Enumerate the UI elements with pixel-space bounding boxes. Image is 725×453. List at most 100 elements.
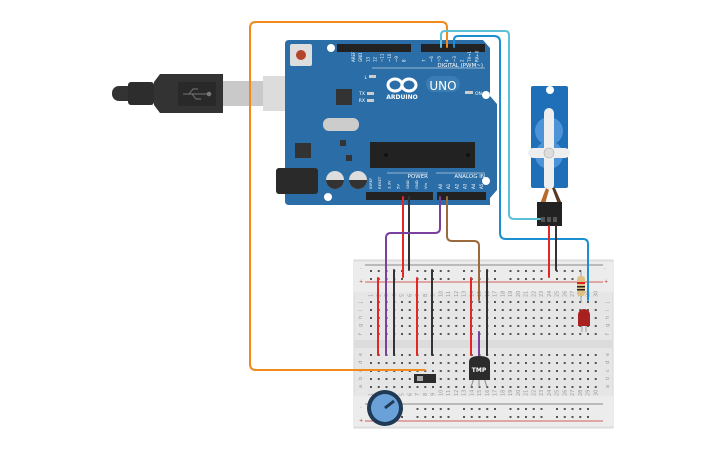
- rail-hole[interactable]: [439, 278, 442, 280]
- breadboard-hole[interactable]: [478, 317, 481, 319]
- breadboard-hole[interactable]: [563, 378, 566, 380]
- breadboard-hole[interactable]: [563, 317, 566, 319]
- breadboard-hole[interactable]: [548, 325, 551, 327]
- breadboard-hole[interactable]: [494, 309, 496, 311]
- rail-hole[interactable]: [494, 270, 496, 272]
- breadboard-hole[interactable]: [408, 301, 411, 303]
- breadboard-hole[interactable]: [532, 370, 535, 372]
- breadboard-hole[interactable]: [385, 386, 388, 388]
- rail-hole[interactable]: [432, 408, 434, 410]
- rail-hole[interactable]: [416, 408, 419, 410]
- breadboard-hole[interactable]: [540, 301, 543, 303]
- rail-hole[interactable]: [416, 416, 419, 418]
- rail-hole[interactable]: [517, 278, 520, 280]
- rail-hole[interactable]: [525, 278, 527, 280]
- breadboard-hole[interactable]: [540, 362, 543, 364]
- breadboard-hole[interactable]: [494, 362, 496, 364]
- breadboard-hole[interactable]: [463, 370, 465, 372]
- breadboard-hole[interactable]: [517, 317, 520, 319]
- breadboard-hole[interactable]: [587, 333, 589, 335]
- breadboard-hole[interactable]: [393, 362, 396, 364]
- breadboard-hole[interactable]: [571, 362, 574, 364]
- breadboard-hole[interactable]: [517, 370, 520, 372]
- rail-hole[interactable]: [447, 408, 450, 410]
- wire-purple-a0[interactable]: [385, 196, 441, 356]
- breadboard-hole[interactable]: [571, 370, 574, 372]
- breadboard-hole[interactable]: [548, 378, 551, 380]
- breadboard-hole[interactable]: [463, 325, 465, 327]
- rail-hole[interactable]: [494, 416, 496, 418]
- breadboard-hole[interactable]: [401, 386, 403, 388]
- breadboard-hole[interactable]: [517, 362, 520, 364]
- breadboard-hole[interactable]: [455, 354, 458, 356]
- rail-hole[interactable]: [486, 416, 489, 418]
- breadboard-hole[interactable]: [455, 301, 458, 303]
- rail-hole[interactable]: [439, 270, 442, 272]
- rail-hole[interactable]: [556, 416, 558, 418]
- breadboard-hole[interactable]: [455, 317, 458, 319]
- breadboard-hole[interactable]: [416, 362, 419, 364]
- power-header[interactable]: [366, 192, 433, 200]
- breadboard-hole[interactable]: [494, 325, 496, 327]
- breadboard-hole[interactable]: [501, 354, 504, 356]
- breadboard-hole[interactable]: [424, 317, 427, 319]
- rail-hole[interactable]: [556, 270, 558, 272]
- wire-orange[interactable]: [249, 21, 448, 371]
- breadboard-hole[interactable]: [517, 333, 520, 335]
- rail-hole[interactable]: [509, 416, 512, 418]
- rail-hole[interactable]: [563, 270, 566, 272]
- rail-hole[interactable]: [470, 408, 473, 410]
- breadboard-hole[interactable]: [532, 325, 535, 327]
- breadboard-hole[interactable]: [540, 354, 543, 356]
- rail-hole[interactable]: [447, 416, 450, 418]
- rail-hole[interactable]: [463, 416, 465, 418]
- breadboard-hole[interactable]: [563, 309, 566, 311]
- breadboard-hole[interactable]: [594, 362, 597, 364]
- rail-hole[interactable]: [556, 278, 558, 280]
- breadboard-hole[interactable]: [548, 386, 551, 388]
- wire-blue[interactable]: [453, 35, 589, 301]
- breadboard-hole[interactable]: [525, 370, 527, 372]
- breadboard-hole[interactable]: [408, 333, 411, 335]
- breadboard-hole[interactable]: [370, 378, 372, 380]
- rail-hole[interactable]: [571, 270, 574, 272]
- rail-hole[interactable]: [494, 278, 496, 280]
- breadboard-hole[interactable]: [501, 325, 504, 327]
- rail-hole[interactable]: [470, 416, 473, 418]
- slide-switch[interactable]: [414, 374, 436, 383]
- breadboard-hole[interactable]: [401, 362, 403, 364]
- rail-hole[interactable]: [579, 270, 582, 272]
- breadboard-hole[interactable]: [401, 309, 403, 311]
- breadboard-hole[interactable]: [463, 317, 465, 319]
- breadboard-hole[interactable]: [532, 317, 535, 319]
- breadboard-hole[interactable]: [370, 386, 372, 388]
- rail-hole[interactable]: [463, 270, 465, 272]
- rail-hole[interactable]: [571, 408, 574, 410]
- breadboard-hole[interactable]: [594, 386, 597, 388]
- breadboard-hole[interactable]: [501, 301, 504, 303]
- breadboard-hole[interactable]: [563, 362, 566, 364]
- breadboard-hole[interactable]: [408, 362, 411, 364]
- breadboard-hole[interactable]: [439, 317, 442, 319]
- breadboard-hole[interactable]: [517, 325, 520, 327]
- breadboard-hole[interactable]: [525, 325, 527, 327]
- breadboard-hole[interactable]: [517, 309, 520, 311]
- breadboard-hole[interactable]: [439, 386, 442, 388]
- breadboard-hole[interactable]: [563, 354, 566, 356]
- breadboard-hole[interactable]: [532, 301, 535, 303]
- rail-hole[interactable]: [540, 408, 543, 410]
- rail-hole[interactable]: [587, 408, 589, 410]
- breadboard-hole[interactable]: [556, 362, 558, 364]
- breadboard-hole[interactable]: [548, 370, 551, 372]
- breadboard-hole[interactable]: [571, 301, 574, 303]
- rail-hole[interactable]: [370, 278, 372, 280]
- breadboard-hole[interactable]: [517, 354, 520, 356]
- breadboard-hole[interactable]: [401, 378, 403, 380]
- breadboard-hole[interactable]: [439, 378, 442, 380]
- breadboard-hole[interactable]: [556, 317, 558, 319]
- breadboard-hole[interactable]: [548, 317, 551, 319]
- breadboard-hole[interactable]: [455, 362, 458, 364]
- breadboard-hole[interactable]: [509, 370, 512, 372]
- breadboard-hole[interactable]: [594, 354, 597, 356]
- rail-hole[interactable]: [571, 278, 574, 280]
